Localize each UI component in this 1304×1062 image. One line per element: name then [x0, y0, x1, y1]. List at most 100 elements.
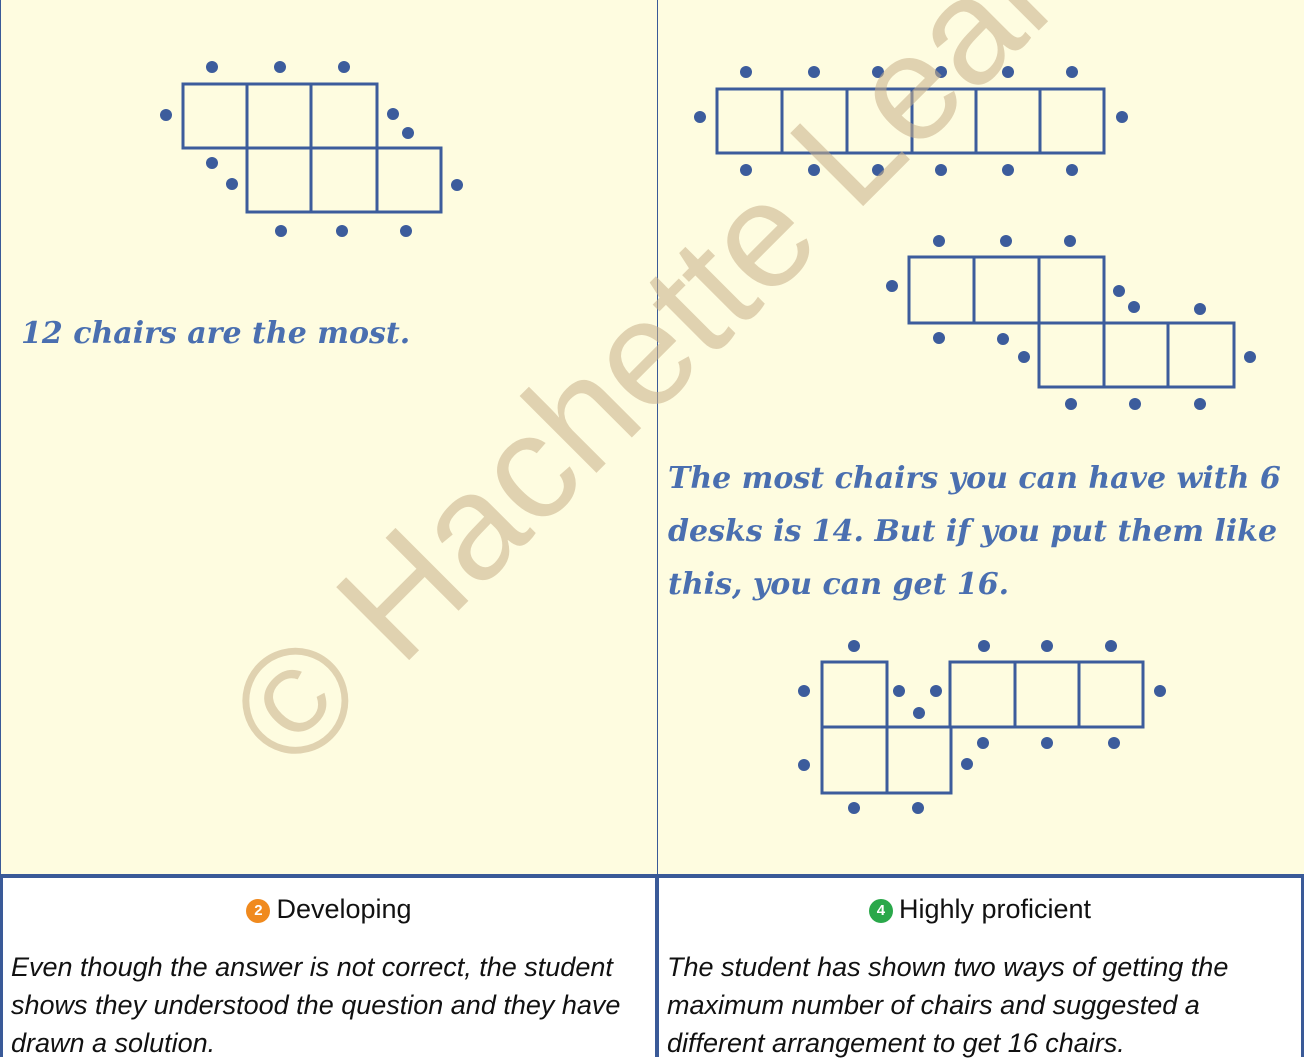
chair-dots [160, 61, 463, 237]
chair-dot [740, 164, 752, 176]
chair-dot [1041, 640, 1053, 652]
desk-group [907, 255, 1236, 389]
chair-dot [694, 111, 706, 123]
desk [820, 660, 889, 729]
chair-dot [740, 66, 752, 78]
level-number-badge: 2 [246, 899, 271, 923]
student-work-panel-highly-proficient: The most chairs you can have with 6 desk… [657, 0, 1304, 875]
desk [309, 82, 379, 150]
desk-arrangement-diagram [160, 61, 463, 237]
desk-group [820, 660, 1145, 795]
assessment-comment: Even though the answer is not correct, t… [11, 952, 621, 1058]
chair-dot [886, 280, 898, 292]
desk [974, 87, 1042, 155]
chair-dot [338, 61, 350, 73]
chair-dot [798, 685, 810, 697]
desk-staggered-diagram [886, 235, 1256, 410]
desk [1013, 660, 1081, 729]
desk [907, 255, 976, 325]
desk [885, 725, 953, 795]
chair-dot [1041, 737, 1053, 749]
desk [1038, 87, 1106, 155]
student-answer-text: The most chairs you can have with 6 desk… [668, 461, 1281, 602]
desk [309, 146, 379, 214]
chair-dot [913, 707, 925, 719]
chair-dot [1000, 235, 1012, 247]
chair-dot [451, 179, 463, 191]
chair-dot [935, 164, 947, 176]
chair-dot [1065, 398, 1077, 410]
level-label: Highly proficient [898, 894, 1092, 924]
chair-dot [1105, 640, 1117, 652]
assessment-comment: The student has shown two ways of gettin… [667, 952, 1229, 1058]
chair-dot [1128, 301, 1140, 313]
chair-dot [1113, 285, 1125, 297]
chair-dot [848, 640, 860, 652]
desk [948, 660, 1017, 729]
chair-dot [997, 333, 1009, 345]
chair-dot [893, 685, 905, 697]
desk [181, 82, 249, 150]
chair-dot [961, 758, 973, 770]
chair-dot [1116, 111, 1128, 123]
chair-dot [160, 109, 172, 121]
chair-dot [930, 685, 942, 697]
desk [1037, 255, 1106, 325]
desk [1166, 321, 1236, 389]
chair-dot [206, 61, 218, 73]
chair-dot [274, 61, 286, 73]
chair-dot [400, 225, 412, 237]
chair-dot [935, 66, 947, 78]
desk [715, 87, 784, 155]
chair-dot [1002, 66, 1014, 78]
chair-dot [872, 164, 884, 176]
desk [1077, 660, 1145, 729]
chair-dot [336, 225, 348, 237]
chair-dot [1018, 351, 1030, 363]
chair-dot [933, 235, 945, 247]
student-answer-text: 12 chairs are the most. [21, 316, 411, 351]
chair-dot [912, 802, 924, 814]
chair-dot [872, 66, 884, 78]
chair-dot [808, 164, 820, 176]
chair-dot [275, 225, 287, 237]
desk [375, 146, 443, 214]
chair-dot [1194, 303, 1206, 315]
chair-dot [1066, 66, 1078, 78]
desk-row-diagram [694, 66, 1128, 176]
desk-group [715, 87, 1106, 155]
chair-dot [387, 108, 399, 120]
desk [245, 82, 313, 150]
desk [245, 146, 313, 214]
chair-dot [848, 802, 860, 814]
desk [780, 87, 849, 155]
student-work-panel-developing: 12 chairs are the most. [0, 0, 658, 875]
chair-dots [798, 640, 1166, 814]
chair-dot [206, 157, 218, 169]
chair-dot [402, 127, 414, 139]
desk [1037, 321, 1106, 389]
chair-dot [1108, 737, 1120, 749]
chair-dot [1002, 164, 1014, 176]
chair-dot [808, 66, 820, 78]
chair-dot [226, 178, 238, 190]
chair-dot [798, 759, 810, 771]
chair-dot [977, 737, 989, 749]
chair-dot [1129, 398, 1141, 410]
level-number-badge: 4 [868, 899, 893, 923]
desk-sixteen-chair-diagram [798, 640, 1166, 814]
chair-dots [886, 235, 1256, 410]
chair-dot [1194, 398, 1206, 410]
chair-dot [1244, 351, 1256, 363]
desk [820, 725, 889, 795]
desk-group [181, 82, 443, 214]
chair-dot [933, 332, 945, 344]
level-label: Developing [276, 894, 412, 924]
chair-dot [1066, 164, 1078, 176]
desk [845, 87, 914, 155]
